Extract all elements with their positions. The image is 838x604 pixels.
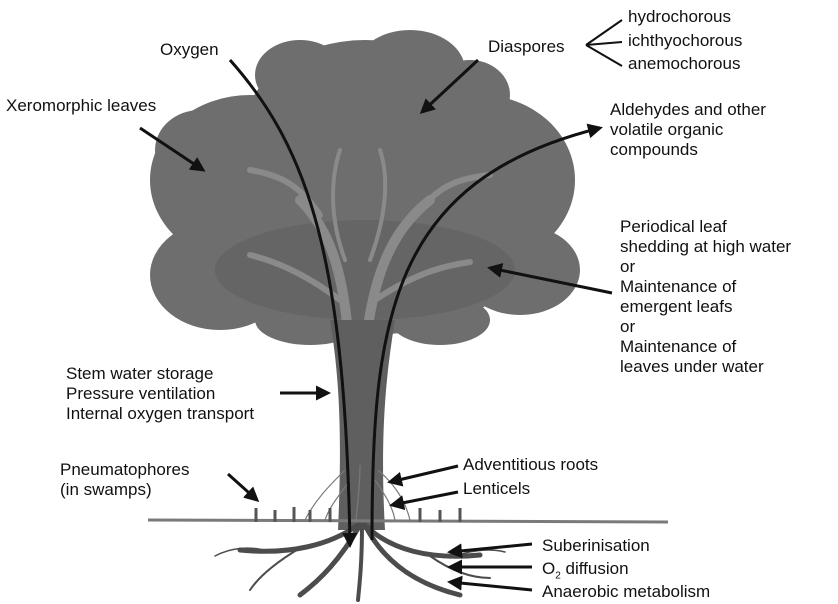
crown-shadow <box>215 220 515 320</box>
underground-roots <box>215 525 505 600</box>
diaspores-branch-lines <box>586 20 622 66</box>
label-ichthyochorous: ichthyochorous <box>628 31 742 51</box>
label-lenticels: Lenticels <box>463 479 530 499</box>
label-hydrochorous: hydrochorous <box>628 7 731 27</box>
label-anemochorous: anemochorous <box>628 54 740 74</box>
label-anaerobic-metabolism: Anaerobic metabolism <box>542 582 710 602</box>
label-diaspores: Diaspores <box>488 37 565 57</box>
label-pneumatophores: Pneumatophores (in swamps) <box>60 460 189 500</box>
label-xeromorphic-leaves: Xeromorphic leaves <box>6 96 156 116</box>
ground-line <box>148 520 668 522</box>
label-stem-functions: Stem water storage Pressure ventilation … <box>66 364 254 424</box>
label-suberinisation: Suberinisation <box>542 536 650 556</box>
label-aldehydes: Aldehydes and other volatile organic com… <box>610 100 766 160</box>
label-oxygen: Oxygen <box>160 40 219 60</box>
label-leaf-shedding: Periodical leaf shedding at high water o… <box>620 217 791 377</box>
label-adventitious-roots: Adventitious roots <box>463 455 598 475</box>
